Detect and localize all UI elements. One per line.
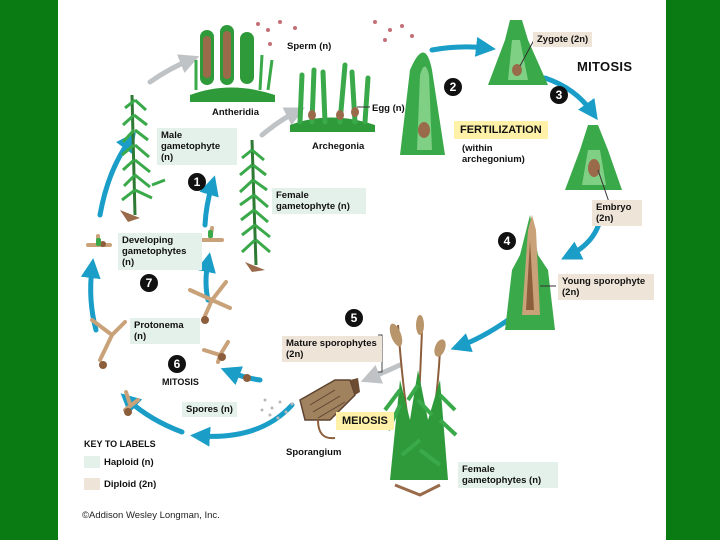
- step-5-badge: 5: [345, 309, 363, 327]
- female-gametophytes-label: Female gametophytes (n): [458, 462, 558, 488]
- young-sporophyte-label: Young sporophyte (2n): [558, 274, 654, 300]
- arrow-inner-up-1: [196, 252, 216, 303]
- sperm-label: Sperm (n): [287, 41, 332, 52]
- zygote-archegonium: [488, 20, 548, 85]
- embryo-leader: [597, 169, 611, 206]
- archegonia-drawing: [290, 62, 375, 132]
- step-3-badge: 3: [550, 86, 568, 104]
- mature-sporophytes-drawing: [383, 315, 458, 497]
- arrow-to-zygote: [429, 36, 496, 57]
- arrow-up-left-side: [80, 258, 101, 333]
- embryo-archegonium: [565, 125, 622, 190]
- zygote-leader: [519, 39, 535, 67]
- sperm-dots: [256, 20, 414, 46]
- step-4-badge: 4: [498, 232, 516, 250]
- diploid-key-label: Diploid (2n): [104, 479, 157, 490]
- female-gametophyte-drawing: [238, 139, 271, 272]
- arrow-gray-to-archegonia: [259, 107, 305, 138]
- diploid-swatch: [84, 478, 100, 490]
- mature-sporophytes-label: Mature sporophytes (2n): [282, 336, 382, 362]
- small-green-sprouts: [96, 230, 213, 246]
- fertilization-archegonium: [400, 52, 445, 155]
- male-gametophyte-label: Male gametophyte (n): [157, 128, 237, 165]
- developing-gametophytes-label: Developing gametophytes (n): [118, 233, 202, 270]
- sporangium-label: Sporangium: [286, 447, 342, 458]
- spore-dots: [99, 241, 251, 416]
- male-gametophyte-drawing: [120, 94, 166, 222]
- spores-label: Spores (n): [182, 402, 237, 417]
- mitosis-label-bottom: Mitosis: [162, 377, 199, 387]
- protonema-label: Protonema (n): [130, 318, 200, 344]
- grey-arrows: [147, 54, 403, 384]
- arrow-inner-up-2: [199, 175, 219, 228]
- meiosis-label: Meiosis: [336, 412, 394, 430]
- key-title: Key to labels: [84, 439, 156, 449]
- released-spores: [260, 398, 294, 420]
- step-2-badge: 2: [444, 78, 462, 96]
- haploid-swatch: [84, 456, 100, 468]
- mitosis-label-top: Mitosis: [577, 59, 633, 74]
- within-archegonium-label: (within archegonium): [462, 143, 525, 165]
- step-1-badge: 1: [188, 173, 206, 191]
- young-sporophyte-drawing: [505, 215, 555, 330]
- archegonia-label: Archegonia: [312, 141, 365, 152]
- fertilization-label: Fertilization: [454, 121, 548, 139]
- arrow-gray-to-sporangium: [360, 362, 403, 384]
- arrow-young-to-mature: [450, 317, 511, 352]
- arrow-gray-to-antheridia: [147, 54, 200, 85]
- antheridia-drawing: [190, 25, 275, 102]
- step-7-badge: 7: [140, 274, 158, 292]
- arrow-spores-to-protonema-lower: [120, 393, 185, 435]
- haploid-key-label: Haploid (n): [104, 457, 154, 468]
- antheridia-label: Antheridia: [212, 107, 259, 118]
- egg-label: Egg (n): [372, 103, 405, 114]
- sporangium-drawing: [299, 378, 360, 440]
- arrow-fertilization-mitosis: [542, 75, 598, 121]
- female-gametophyte-label: Female gametophyte (n): [272, 188, 366, 214]
- step-6-badge: 6: [168, 355, 186, 373]
- zygote-label: Zygote (2n): [533, 32, 593, 47]
- embryo-label: Embryo (2n): [592, 200, 642, 226]
- copyright-text: ©Addison Wesley Longman, Inc.: [82, 510, 220, 521]
- arrow-up-to-male: [97, 131, 136, 218]
- mature-sporophytes-bracket: [378, 334, 383, 373]
